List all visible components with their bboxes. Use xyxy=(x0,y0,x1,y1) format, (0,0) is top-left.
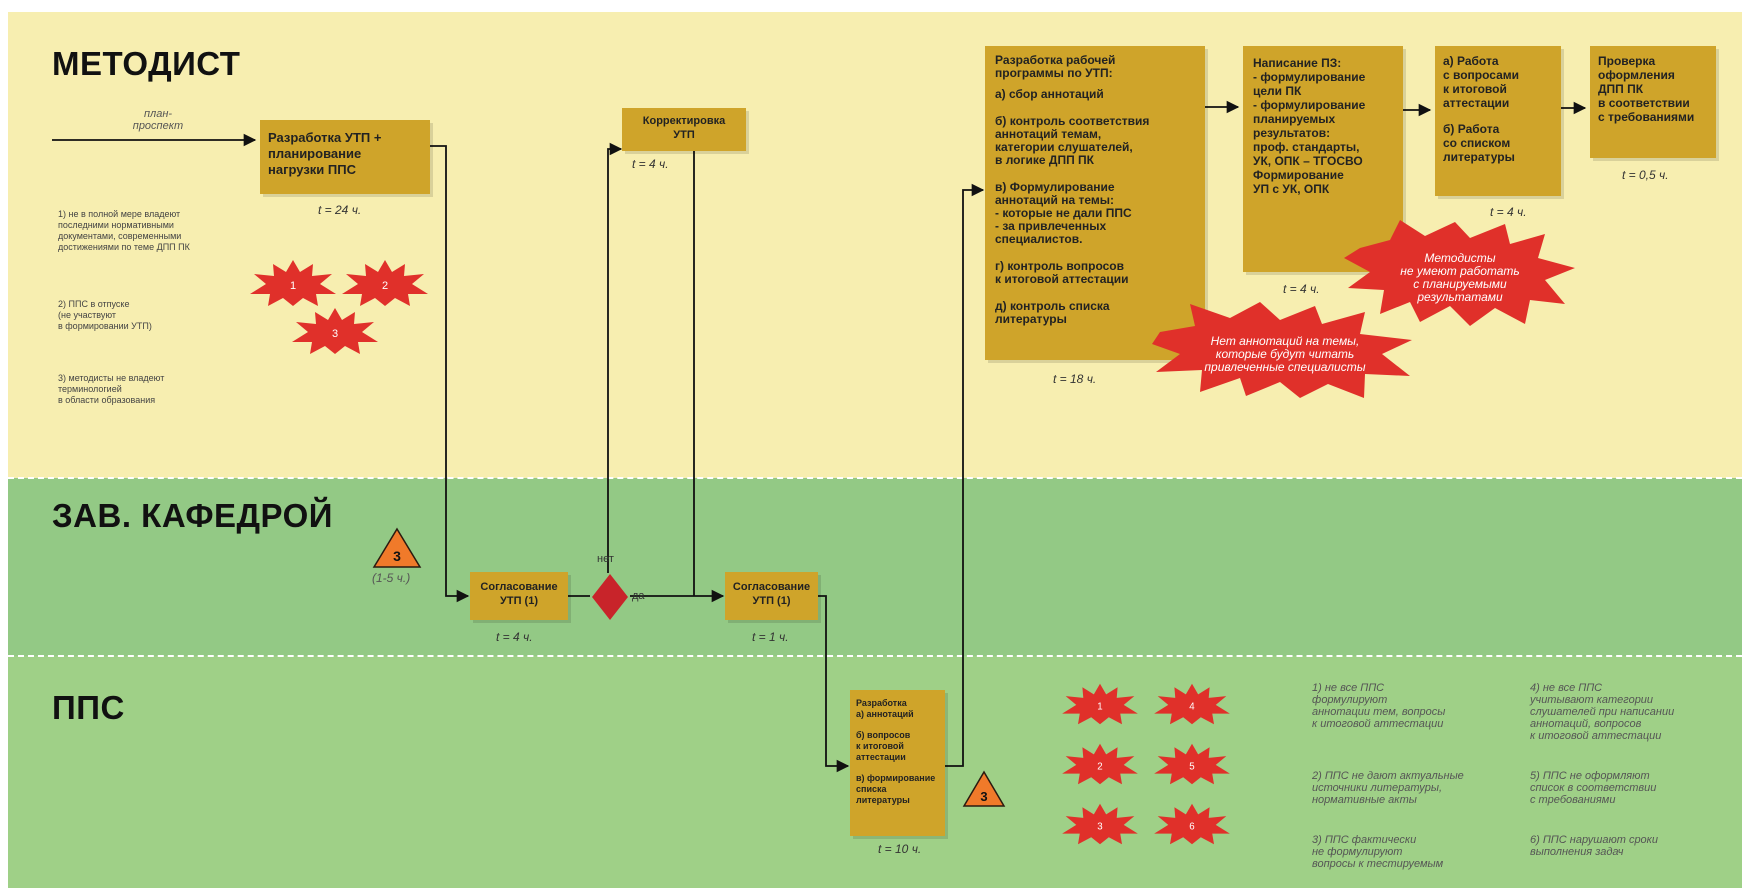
callout-methodists-text: Методисты не умеют работать с планируемы… xyxy=(1400,251,1520,304)
lane-divider xyxy=(8,477,1742,479)
svg-text:3: 3 xyxy=(332,328,338,340)
time-agree-1: t = 4 ч. xyxy=(496,630,533,644)
lane-title-metodist: МЕТОДИСТ xyxy=(52,45,241,82)
pps-problem-note: 4) не все ППС учитывают категории слушат… xyxy=(1530,682,1675,742)
task-agree-utp-1[interactable]: Согласование УТП (1) xyxy=(470,572,568,620)
triangle-time: (1-5 ч.) xyxy=(372,571,411,585)
pps-problem-note: 1) не все ППС формулируют аннотации тем,… xyxy=(1312,682,1446,730)
metodist-problem-note: 2) ППС в отпуске (не участвуют в формиро… xyxy=(58,299,152,331)
problem-star-2: 2 xyxy=(342,260,428,306)
task-attestation-work[interactable]: а) Работа с вопросами к итоговой аттеста… xyxy=(1435,46,1561,196)
task-dev-utp[interactable]: Разработка УТП + планирование нагрузки П… xyxy=(260,120,430,194)
callout-annotations-text: Нет аннотаций на темы, которые будут чит… xyxy=(1204,334,1366,374)
callout-star-annotations xyxy=(1152,302,1412,398)
time-agree-2: t = 1 ч. xyxy=(752,630,789,644)
pps-problem-star-2: 2 xyxy=(1062,743,1138,785)
decision-diamond xyxy=(592,574,628,620)
pps-problem-star-3: 3 xyxy=(1062,803,1138,845)
time-write-pz: t = 4 ч. xyxy=(1283,282,1320,296)
task-write-pz[interactable]: Написание ПЗ: - формулирование цели ПК -… xyxy=(1243,46,1403,272)
svg-text:3: 3 xyxy=(393,548,401,564)
input-label: план- проспект xyxy=(132,108,184,132)
svg-text:3: 3 xyxy=(1097,821,1102,832)
task-work-program[interactable]: Разработка рабочей программы по УТП: а) … xyxy=(985,46,1205,360)
task-check-format[interactable]: Проверка оформления ДПП ПК в соответстви… xyxy=(1590,46,1716,158)
pps-problem-note: 5) ППС не оформляют список в соответстви… xyxy=(1530,770,1657,806)
pps-problem-star-6: 6 xyxy=(1154,803,1230,845)
metodist-problem-note: 3) методисты не владеют терминологией в … xyxy=(58,373,165,405)
callout-star-methodists xyxy=(1344,220,1575,326)
time-pps-task: t = 10 ч. xyxy=(878,842,922,856)
svg-text:5: 5 xyxy=(1189,761,1194,772)
decision-yes-label: да xyxy=(632,590,645,602)
svg-text:3: 3 xyxy=(980,789,987,804)
time-attestation-work: t = 4 ч. xyxy=(1490,205,1527,219)
task-pps-development[interactable]: Разработка а) аннотаций б) вопросов к ит… xyxy=(850,690,945,836)
pps-problem-star-5: 5 xyxy=(1154,743,1230,785)
time-correction: t = 4 ч. xyxy=(632,157,669,171)
svg-text:1: 1 xyxy=(1097,701,1102,712)
task-agree-utp-2[interactable]: Согласование УТП (1) xyxy=(725,572,818,620)
time-dev-utp: t = 24 ч. xyxy=(318,203,362,217)
pps-problem-note: 3) ППС фактически не формулируют вопросы… xyxy=(1312,834,1444,870)
lane-zav-kafedroy xyxy=(8,478,1742,656)
svg-text:1: 1 xyxy=(290,280,296,292)
lane-divider xyxy=(8,655,1742,657)
lane-title-pps: ППС xyxy=(52,689,125,726)
pps-problem-star-4: 4 xyxy=(1154,683,1230,725)
pps-problem-note: 2) ППС не дают актуальные источники лите… xyxy=(1312,770,1464,806)
time-check-format: t = 0,5 ч. xyxy=(1622,168,1669,182)
svg-text:6: 6 xyxy=(1189,821,1194,832)
svg-text:2: 2 xyxy=(1097,761,1102,772)
svg-text:2: 2 xyxy=(382,280,388,292)
time-work-program: t = 18 ч. xyxy=(1053,372,1097,386)
problem-star-1: 1 xyxy=(250,260,336,306)
task-correction-utp[interactable]: Корректировка УТП xyxy=(622,108,746,151)
problem-star-3: 3 xyxy=(292,308,378,354)
lane-title-zav: ЗАВ. КАФЕДРОЙ xyxy=(52,497,333,534)
decision-no-label: нет xyxy=(597,553,614,565)
pps-problem-star-1: 1 xyxy=(1062,683,1138,725)
warning-triangle-icon: 3 xyxy=(372,527,422,568)
warning-triangle-icon: 3 xyxy=(962,770,1006,807)
pps-problem-note: 6) ППС нарушают сроки выполнения задач xyxy=(1530,834,1658,858)
metodist-problem-note: 1) не в полной мере владеют последними н… xyxy=(58,209,190,252)
svg-text:4: 4 xyxy=(1189,701,1195,712)
